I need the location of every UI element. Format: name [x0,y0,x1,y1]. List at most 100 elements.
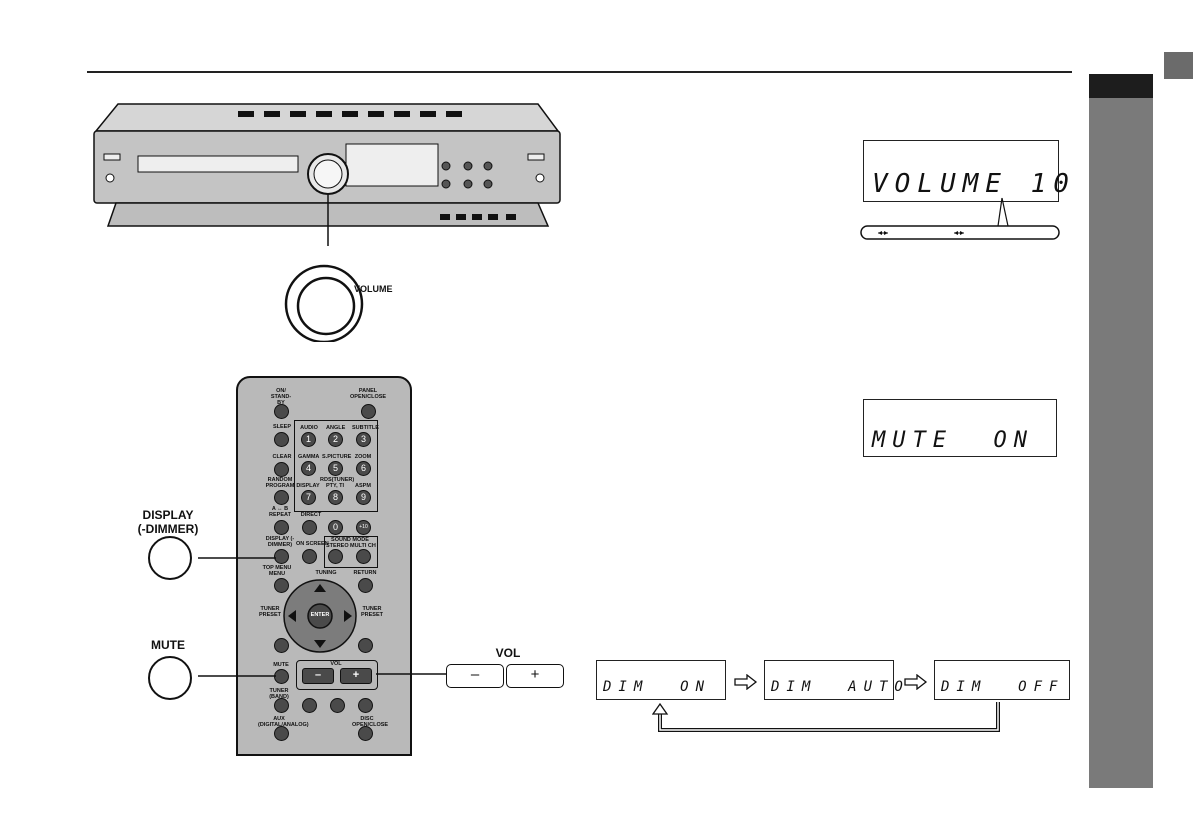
remote-on-screen-button[interactable] [302,549,317,564]
corner-marker [1164,52,1193,79]
mute-button-callout [148,656,276,700]
arrow-right-icon [904,674,928,690]
remote-label-vol: VOL [330,661,342,667]
remote-label-on-screen: ON SCREEN [296,541,329,547]
remote-stop-button[interactable] [330,698,345,713]
remote-label-top-menu: TOP MENU MENU [262,565,292,577]
key-label-5: S.PICTURE [322,454,352,460]
remote-label-aux: AUX (DIGITAL/ANALOG) [258,716,309,728]
display-button-sublabel: (-DIMMER) [137,522,199,536]
vol-callout-line [376,673,446,675]
key-7[interactable]: 7 [301,490,316,505]
key-label-7: DISPLAY [296,483,320,489]
remote-label-repeat: A ↔ B REPEAT [269,506,291,518]
header-rule [87,71,1072,73]
display-button-callout [148,536,276,580]
key-label-2: ANGLE [326,425,346,431]
remote-enter-label[interactable]: ENTER [310,612,330,618]
remote-random-program-button[interactable] [274,490,289,505]
remote-label-on-standby: ON/ STAND-BY [270,388,292,406]
remote-label-multi-ch: MULTI CH [350,543,376,549]
rds-label: RDS(TUNER) [320,477,355,483]
remote-repeat-button[interactable] [274,520,289,535]
remote-on-standby-button[interactable] [274,404,289,419]
sound-mode-frame [324,536,378,568]
remote-label-disc-open: DISC OPEN/CLOSE [352,716,389,728]
key-label-1: AUDIO [300,425,318,431]
remote-play-button[interactable] [358,698,373,713]
remote-vol-plus-button[interactable]: + [340,668,372,684]
remote-display-dimmer-button[interactable] [274,549,289,564]
remote-stereo-button[interactable] [328,549,343,564]
key-0[interactable]: 0 [328,520,343,535]
dim-auto-display: DIM AUTO [764,660,903,700]
remote-label-sleep: SLEEP [272,424,292,430]
remote-pause-button[interactable] [302,698,317,713]
remote-top-menu-button[interactable] [274,578,289,593]
dim-on-display: DIM ON [596,660,726,700]
key-2[interactable]: 2 [328,432,343,447]
mute-button-label: MUTE [151,638,185,652]
remote-label-tuner-band: TUNER (BAND) [269,688,289,700]
key-4[interactable]: 4 [301,461,316,476]
remote-label-mute: MUTE [273,662,289,668]
mute-display-text: MUTE ON [872,428,1034,453]
key-label-3: SUBTITLE [352,425,379,431]
remote-label-display-dimmer: DISPLAY (-DIMMER) [265,536,295,548]
remote-label-random-program: RANDOM PROGRAM [265,477,295,489]
section-tab [1089,74,1153,788]
remote-aux-button[interactable] [274,726,289,741]
key-8[interactable]: 8 [328,490,343,505]
mute-display: MUTE ON [863,399,1057,457]
remote-label-direct: DIRECT [300,512,322,518]
display-button-label: DISPLAY [142,508,194,522]
key-3[interactable]: 3 [356,432,371,447]
key-9[interactable]: 9 [356,490,371,505]
remote-label-clear: CLEAR [272,454,292,460]
key-label-4: GAMMA [298,454,320,460]
vol-minus-callout: – [446,664,504,688]
remote-label-tuning: TUNING [315,570,337,576]
remote-label-tuner-preset-up: TUNER PRESET [360,606,383,618]
main-unit-illustration [93,103,561,246]
cycle-return-arrow [652,702,1000,732]
remote-dpad[interactable] [282,578,358,654]
remote-panel-open-button[interactable] [361,404,376,419]
dim-on-text: DIM ON [603,679,712,695]
remote-label-return: RETURN [353,570,377,576]
remote-skip-forward-button[interactable] [358,638,373,653]
remote-tuner-band-button[interactable] [274,698,289,713]
remote-label-tuner-preset-down: TUNER PRESET [258,606,281,618]
remote-label-stereo: STEREO [326,543,349,549]
keypad-frame [294,420,378,512]
volume-range-callout [860,197,1060,240]
volume-display-text: VOLUME 10 [872,169,1076,199]
volume-knob-illustration [284,264,364,342]
key-6[interactable]: 6 [356,461,371,476]
vol-plus-callout: + [506,664,564,688]
vol-button-label: VOL [495,646,521,660]
remote-multi-ch-button[interactable] [356,549,371,564]
key-label-9: ASPM [355,483,371,489]
dim-off-text: DIM OFF [941,679,1065,695]
remote-direct-button[interactable] [302,520,317,535]
key-label-6: ZOOM [354,454,372,460]
remote-label-panel-open: PANEL OPEN/CLOSE [350,388,387,400]
remote-vol-minus-button[interactable]: – [302,668,334,684]
dim-auto-text: DIM AUTO [771,679,910,695]
remote-vol-frame [296,660,378,690]
volume-display: VOLUME 10 [863,140,1069,202]
remote-sleep-button[interactable] [274,432,289,447]
dim-off-display: DIM OFF [934,660,1070,700]
key-5[interactable]: 5 [328,461,343,476]
key-label-8: PTY, TI [325,483,345,489]
section-tab-header [1089,74,1153,98]
volume-knob-label: VOLUME [354,284,393,294]
key-plus10[interactable]: +10 [356,520,371,535]
remote-return-button[interactable] [358,578,373,593]
remote-clear-button[interactable] [274,462,289,477]
key-1[interactable]: 1 [301,432,316,447]
arrow-right-icon [734,674,758,690]
remote-skip-back-button[interactable] [274,638,289,653]
remote-disc-open-button[interactable] [358,726,373,741]
